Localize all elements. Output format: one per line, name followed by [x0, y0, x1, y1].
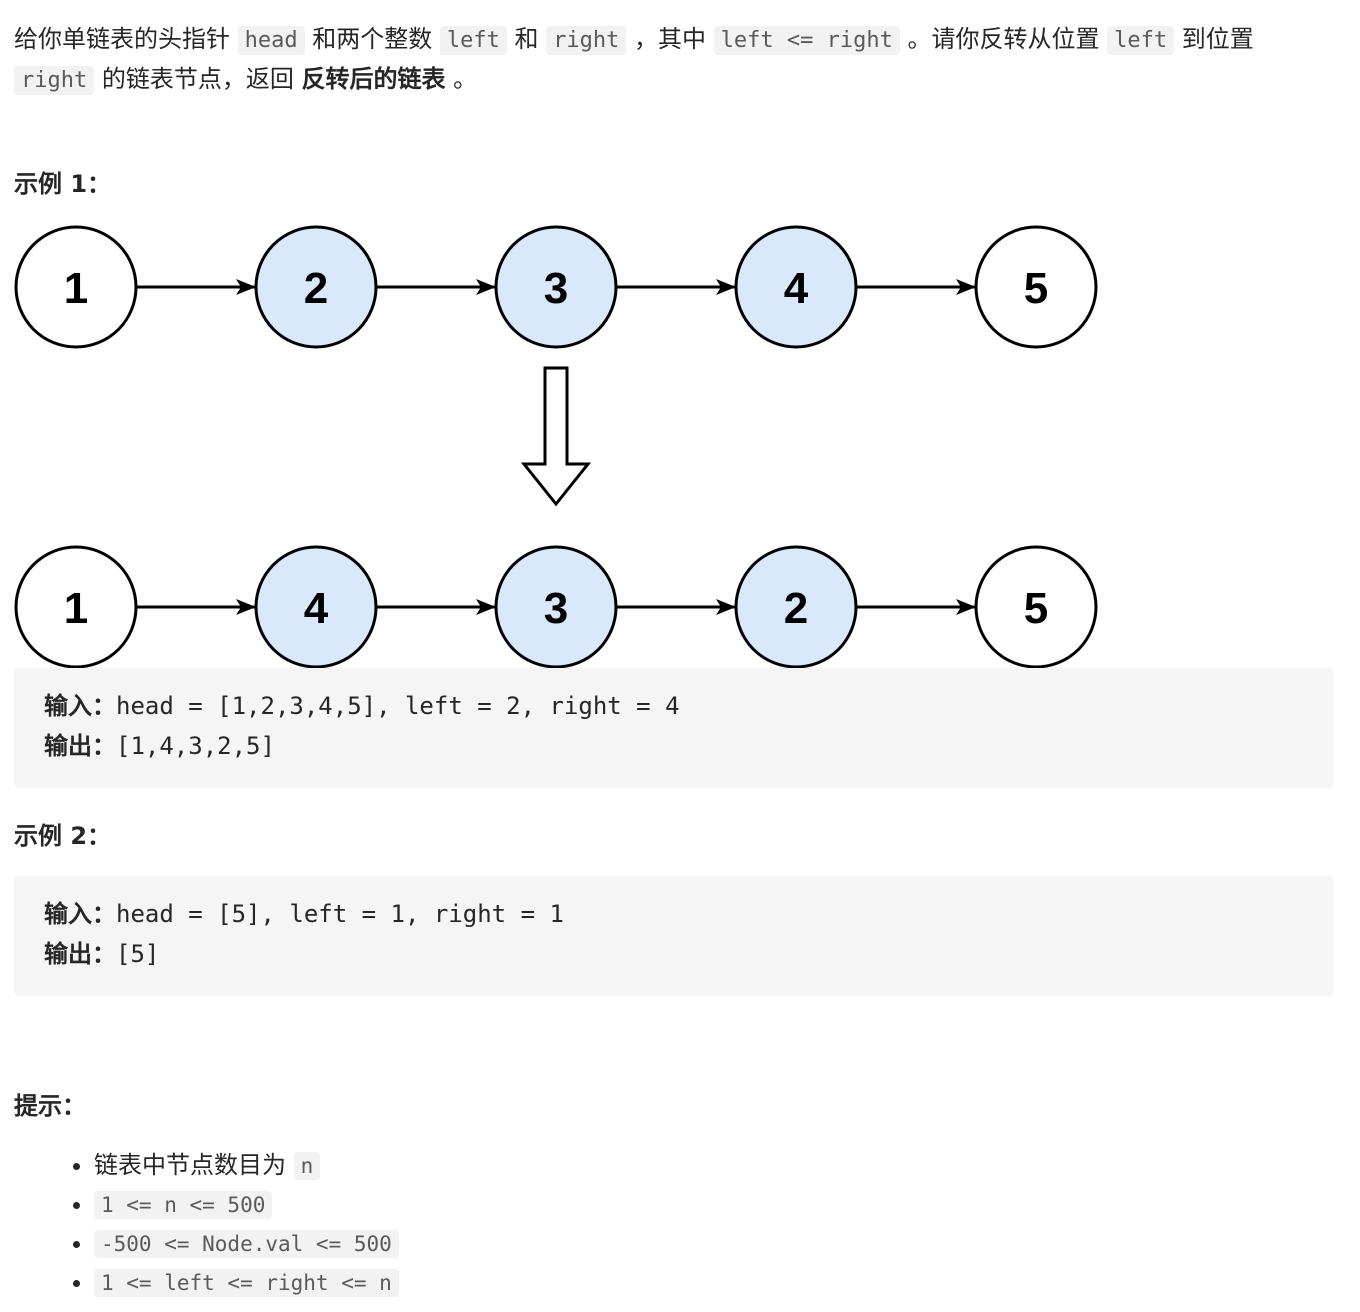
desc-text: 和	[506, 25, 547, 53]
example-1-input: 输入：head = [1,2,3,4,5], left = 2, right =…	[44, 686, 1304, 726]
after-node-label: 5	[1024, 584, 1048, 633]
example-1-title: 示例 1：	[14, 170, 112, 198]
before-node-label: 2	[304, 264, 328, 313]
down-arrow-icon	[520, 366, 592, 507]
after-node-circle	[734, 545, 858, 669]
code-head: head	[237, 26, 305, 55]
linked-list-diagram: 1 2 3 4 5 1 4 3 2 5	[14, 225, 1098, 669]
code-right: right	[546, 26, 627, 55]
example-2-title: 示例 2：	[14, 822, 112, 850]
tip-code: 1 <= n <= 500	[94, 1191, 273, 1219]
desc-text: 的链表节点，返回	[94, 65, 302, 93]
after-node-label: 4	[304, 584, 329, 633]
desc-text: 给你单链表的头指针	[14, 25, 238, 53]
constraints-list: 链表中节点数目为 n 1 <= n <= 500 -500 <= Node.va…	[60, 1146, 399, 1302]
input-value: head = [5], left = 1, right = 1	[116, 900, 564, 928]
before-node-circle	[734, 225, 858, 349]
list-item: -500 <= Node.val <= 500	[94, 1224, 399, 1263]
output-value: [5]	[116, 940, 160, 968]
after-node-circle	[974, 545, 1098, 669]
tip-text: 链表中节点数目为	[94, 1151, 294, 1179]
after-node-circle	[14, 545, 138, 669]
example-2-input: 输入：head = [5], left = 1, right = 1	[44, 894, 1304, 934]
before-node-label: 4	[784, 264, 809, 313]
list-item: 1 <= left <= right <= n	[94, 1263, 399, 1302]
example-1-output: 输出：[1,4,3,2,5]	[44, 726, 1304, 766]
problem-description: 给你单链表的头指针 head 和两个整数 left 和 right ，其中 le…	[14, 20, 1334, 100]
list-before: 1 2 3 4 5	[14, 225, 1098, 349]
code-left: left	[1107, 26, 1175, 55]
input-label: 输入：	[44, 900, 116, 928]
before-node-circle	[494, 225, 618, 349]
after-node-circle	[494, 545, 618, 669]
code-left-le-right: left <= right	[713, 26, 900, 55]
before-node-circle	[974, 225, 1098, 349]
after-node-label: 3	[544, 584, 568, 633]
example-2-block: 输入：head = [5], left = 1, right = 1 输出：[5…	[14, 876, 1334, 996]
list-item: 链表中节点数目为 n	[94, 1146, 399, 1185]
code-left: left	[439, 26, 507, 55]
desc-text: 。请你反转从位置	[899, 25, 1108, 53]
before-node-label: 3	[544, 264, 568, 313]
desc-text: ，其中	[626, 25, 714, 53]
desc-text: 。	[445, 65, 478, 93]
example-1-block: 输入：head = [1,2,3,4,5], left = 2, right =…	[14, 668, 1334, 788]
before-node-circle	[254, 225, 378, 349]
example-2-output: 输出：[5]	[44, 934, 1304, 974]
after-node-circle	[254, 545, 378, 669]
after-node-label: 1	[64, 584, 88, 633]
after-node-label: 2	[784, 584, 808, 633]
desc-text: 和两个整数	[304, 25, 440, 53]
code-right: right	[14, 66, 95, 95]
tips-title: 提示：	[14, 1092, 86, 1120]
tip-code: -500 <= Node.val <= 500	[94, 1230, 399, 1258]
output-label: 输出：	[44, 940, 116, 968]
input-value: head = [1,2,3,4,5], left = 2, right = 4	[116, 692, 680, 720]
input-label: 输入：	[44, 692, 116, 720]
desc-text: 到位置	[1174, 25, 1254, 53]
tip-code: 1 <= left <= right <= n	[94, 1269, 399, 1297]
before-node-circle	[14, 225, 138, 349]
before-node-label: 5	[1024, 264, 1048, 313]
before-node-label: 1	[64, 264, 88, 313]
list-item: 1 <= n <= 500	[94, 1185, 399, 1224]
desc-bold: 反转后的链表	[301, 65, 446, 93]
output-label: 输出：	[44, 732, 116, 760]
output-value: [1,4,3,2,5]	[116, 732, 275, 760]
list-after: 1 4 3 2 5	[14, 545, 1098, 669]
tip-code: n	[293, 1152, 321, 1180]
